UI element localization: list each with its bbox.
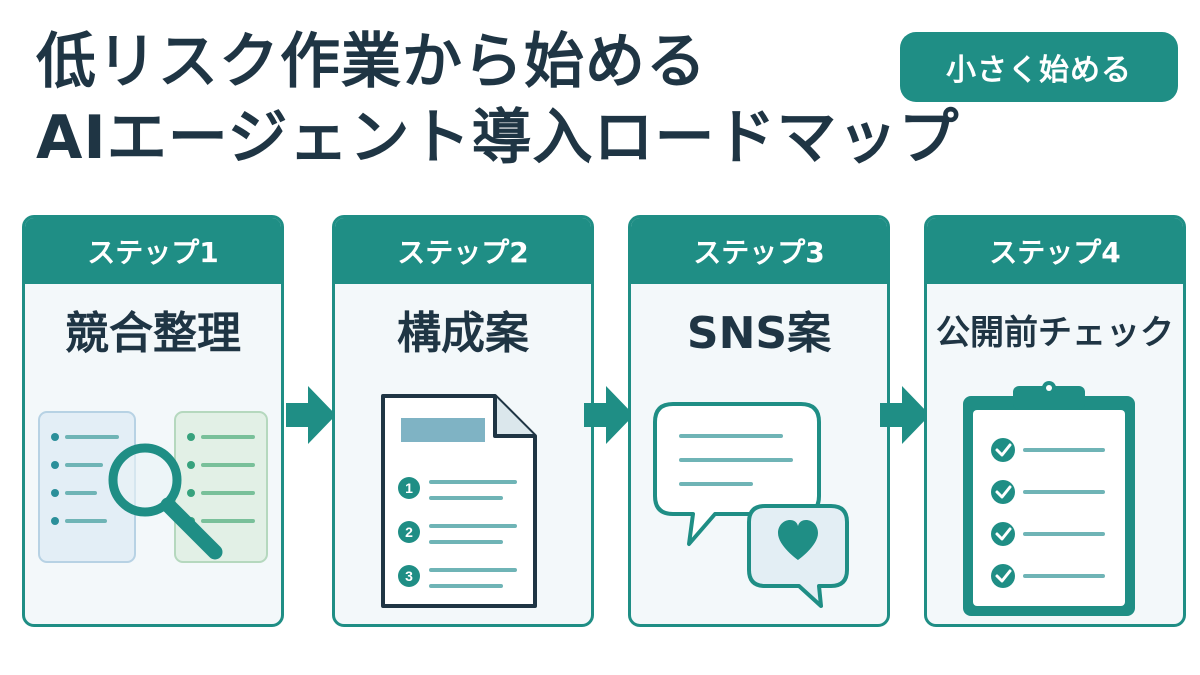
arrow-right-icon — [286, 386, 336, 444]
checklist-row-4 — [991, 564, 1105, 588]
step-card-1: ステップ1 競合整理 — [22, 215, 284, 627]
svg-text:1: 1 — [405, 480, 413, 496]
svg-text:2: 2 — [405, 524, 413, 540]
numbered-item-2: 2 — [398, 521, 517, 544]
document-heading-block — [401, 418, 485, 442]
chat-bubbles-icon — [653, 402, 849, 608]
step-label-4: ステップ4 — [927, 218, 1183, 284]
numbered-item-1: 1 — [398, 477, 517, 500]
arrow-right-icon — [880, 386, 930, 444]
step-label-1: ステップ1 — [25, 218, 281, 284]
arrow-right-icon — [584, 386, 634, 444]
checkmark-icon — [995, 485, 1012, 499]
magnifier-icon — [108, 443, 223, 560]
step-title-1: 競合整理 — [65, 308, 241, 359]
step-label-3: ステップ3 — [631, 218, 887, 284]
checkmark-icon — [995, 443, 1012, 457]
checklist-row-3 — [991, 522, 1105, 546]
svg-text:3: 3 — [405, 568, 413, 584]
checkmark-icon — [995, 569, 1012, 583]
heart-icon — [778, 520, 818, 560]
start-small-badge: 小さく始める — [900, 32, 1178, 102]
clipboard-icon — [963, 381, 1135, 616]
document-icon: 1 2 3 — [381, 394, 537, 608]
checklist-row-2 — [991, 480, 1105, 504]
step-card-2: ステップ2 構成案 1 2 3 — [332, 215, 594, 627]
clipboard-clip — [1013, 386, 1085, 410]
comparison-illustration — [38, 411, 268, 563]
step-card-3: ステップ3 SNS案 — [628, 215, 890, 627]
step-label-2: ステップ2 — [335, 218, 591, 284]
step-title-3: SNS案 — [686, 308, 832, 359]
checkmark-icon — [995, 527, 1012, 541]
title-line-2: AIエージェント導入ロードマップ — [36, 103, 960, 173]
title-line-1: 低リスク作業から始める — [36, 27, 707, 97]
checklist-row-1 — [991, 438, 1105, 462]
numbered-item-3: 3 — [398, 565, 517, 588]
page-title: 低リスク作業から始める AIエージェント導入ロードマップ — [36, 24, 960, 176]
step-card-4: ステップ4 公開前チェック — [924, 215, 1186, 627]
step-title-2: 構成案 — [397, 308, 529, 359]
step-title-4: 公開前チェック — [936, 312, 1174, 353]
